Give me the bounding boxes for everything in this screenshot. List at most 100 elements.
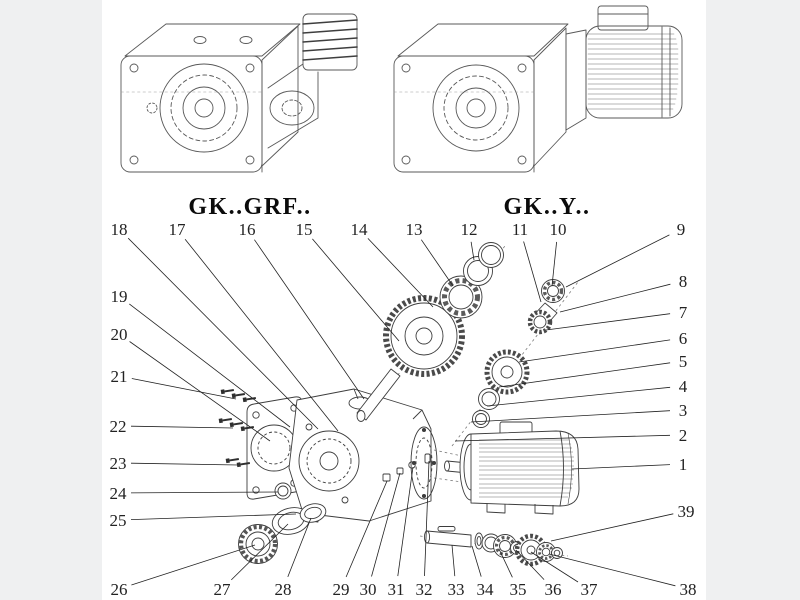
callout-number-17: 17 [169,220,187,239]
callout-number-21: 21 [111,367,128,386]
callout-number-2: 2 [679,426,688,445]
callout-number-27: 27 [214,580,232,599]
leader-line-5 [498,362,671,388]
callout-number-24: 24 [110,484,128,503]
hex-screw [242,396,256,403]
hex-screw [236,461,250,468]
callout-number-29: 29 [333,580,350,599]
callout-number-3: 3 [679,401,688,420]
leader-line-17 [184,238,339,432]
leader-line-32 [424,460,430,577]
mounting-plate [246,396,303,500]
callout-number-16: 16 [239,220,256,239]
leader-line-25 [130,513,297,520]
model-title-gk-y: GK..Y.. [504,194,591,220]
callout-number-35: 35 [510,580,527,599]
callout-number-22: 22 [110,417,127,436]
leader-line-33 [451,544,456,577]
callout-number-13: 13 [406,220,423,239]
leader-line-31 [397,466,414,577]
leader-line-18 [127,237,319,430]
callout-number-19: 19 [111,287,128,306]
callout-number-38: 38 [680,580,697,599]
callout-number-11: 11 [512,220,528,239]
leader-line-21 [131,378,237,400]
overview-drawing-gk-y [393,5,683,173]
leader-line-6 [518,339,671,363]
motor-overview [565,5,683,131]
hex-screw [229,421,243,428]
callout-number-7: 7 [679,303,688,322]
leader-line-3 [470,410,671,423]
output-shaft [426,530,472,548]
callout-number-4: 4 [679,377,688,396]
hex-screw [218,417,232,424]
leader-line-16 [254,239,365,400]
callout-number-39: 39 [678,502,695,521]
output-cover-rings [238,482,327,564]
leader-line-29 [345,480,388,578]
mounting-screws [218,388,256,468]
leader-line-36 [515,549,545,580]
pinion-bearing [541,279,565,303]
leader-line-8 [559,283,671,313]
callout-number-20: 20 [111,325,128,344]
callout-number-8: 8 [679,272,688,291]
leader-line-27 [231,523,289,581]
leader-line-2 [454,434,671,442]
bevel-gear [484,349,530,395]
shaft-key [437,526,456,532]
right-margin [706,0,800,600]
leader-line-38 [548,553,676,587]
leader-line-35 [498,548,513,578]
leader-line-13 [420,239,454,287]
callout-number-6: 6 [679,329,688,348]
callout-number-23: 23 [110,454,127,473]
model-title-gk-grf: GK..GRF.. [188,194,311,220]
leader-line-4 [486,386,671,407]
callout-number-9: 9 [677,220,686,239]
callout-number-14: 14 [351,220,369,239]
leader-line-37 [530,551,579,583]
leader-line-30 [371,472,401,577]
leader-line-26 [131,544,256,586]
input-bearing [439,275,483,319]
leader-line-10 [551,241,557,287]
callout-number-33: 33 [448,580,465,599]
overview-drawing-gk-grf [120,13,358,173]
pinion-shaft [527,302,558,335]
callout-number-37: 37 [581,580,599,599]
leader-line-7 [545,313,671,331]
leader-line-28 [287,517,312,578]
hex-screw [225,457,239,464]
input-snap-ring [478,242,504,268]
exploded-view [218,242,580,567]
motor [444,421,580,515]
leader-line-23 [130,462,239,466]
hex-screw [240,425,254,432]
callout-number-32: 32 [416,580,433,599]
leader-line-19 [129,303,291,428]
leader-line-1 [571,464,671,470]
output-shaft-assembly [423,526,563,567]
shim-ring [472,410,490,428]
callout-number-25: 25 [110,511,127,530]
callout-number-36: 36 [545,580,562,599]
leader-line-14 [367,238,434,308]
callout-number-10: 10 [550,220,567,239]
callout-number-15: 15 [296,220,313,239]
leader-line-20 [129,341,271,442]
leader-line-34 [471,545,482,577]
input-adapter-block [267,13,358,149]
spacer-ring [478,388,500,410]
callout-number-12: 12 [461,220,478,239]
end-washer [551,547,563,559]
callout-number-26: 26 [111,580,128,599]
callout-number-34: 34 [477,580,495,599]
left-margin [0,0,102,600]
input-shaft [356,368,401,422]
callout-number-1: 1 [679,455,688,474]
